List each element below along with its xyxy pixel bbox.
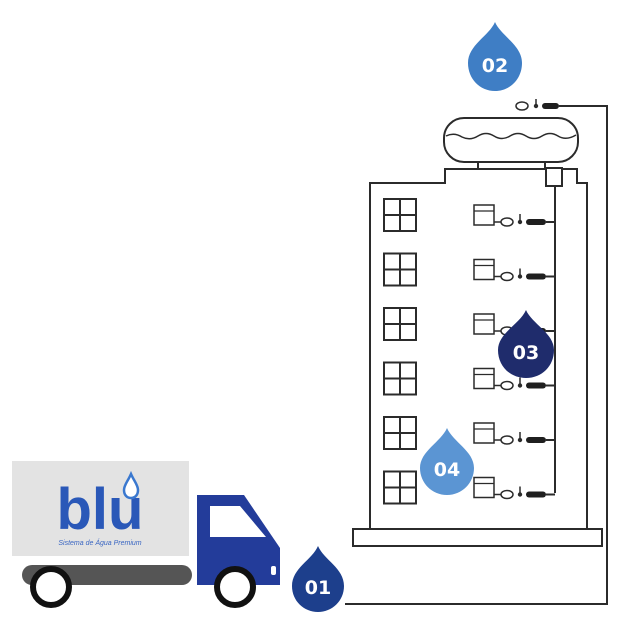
- front-wheel: [214, 566, 256, 608]
- marker-label: 03: [513, 342, 539, 364]
- water-meter: [473, 422, 555, 445]
- supply-pipe: [345, 105, 608, 605]
- drop-marker-04: 04: [420, 428, 474, 495]
- window: [383, 416, 417, 450]
- drop-marker-01: 01: [292, 546, 344, 612]
- marker-label: 02: [482, 55, 508, 77]
- window: [383, 470, 417, 505]
- building: [352, 167, 603, 547]
- riser-valve-box: [545, 167, 563, 187]
- tank-valve: [515, 99, 566, 111]
- window: [383, 252, 417, 287]
- window: [383, 198, 417, 232]
- windows: [383, 198, 417, 505]
- marker-label: 01: [305, 577, 331, 599]
- water-meter: [473, 204, 555, 227]
- meters: [473, 204, 555, 500]
- rear-wheel: [30, 566, 72, 608]
- logo-drop-icon: [122, 470, 140, 500]
- water-meter: [473, 476, 555, 500]
- drop-marker-03: 03: [498, 310, 554, 378]
- water-meter: [473, 367, 555, 391]
- building-base: [352, 528, 603, 547]
- rooftop-tank: [443, 99, 579, 169]
- logo-box: [12, 461, 189, 556]
- window: [383, 361, 417, 396]
- water-truck: blu Sistema de Água Premium: [12, 461, 280, 608]
- window: [383, 307, 417, 341]
- water-meter: [473, 258, 555, 282]
- marker-label: 04: [434, 459, 460, 481]
- truck-window: [210, 506, 266, 537]
- logo-tagline: Sistema de Água Premium: [58, 538, 141, 547]
- truck-light: [271, 566, 276, 575]
- blu-logo: blu Sistema de Água Premium: [57, 470, 143, 547]
- drop-marker-02: 02: [468, 22, 522, 91]
